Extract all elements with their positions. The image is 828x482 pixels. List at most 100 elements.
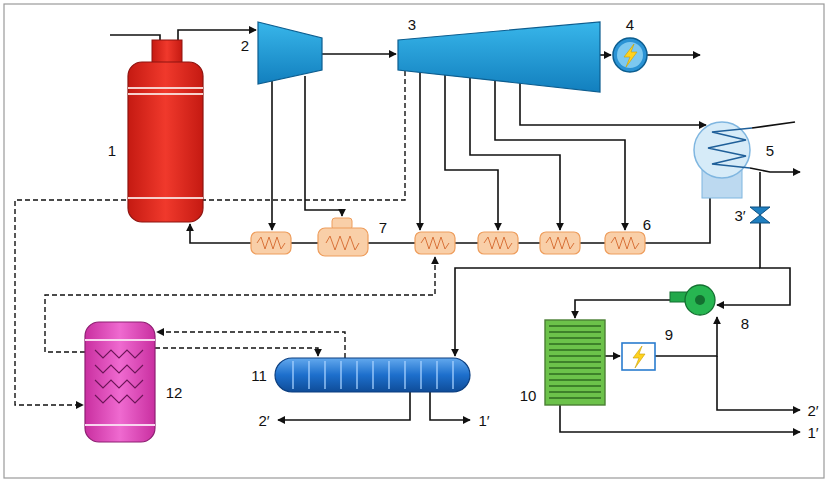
feedwater-heater [478,232,518,254]
stack-module [545,320,605,405]
storage-tank [340,361,341,389]
heat-storage-vessel [85,322,155,442]
reactor-vessel [128,87,203,89]
power-unit [622,343,655,370]
callout-number: 2′ [807,403,818,418]
stack-module [549,349,601,351]
storage-tank [388,361,389,389]
pump [695,295,705,305]
storage-tank [293,361,453,389]
steam-pipe [110,30,800,432]
steam-pipe [305,76,342,216]
storage-tank [404,361,405,389]
steam-pipe [655,317,717,356]
heat-storage-vessel [95,350,143,403]
hp-turbine [258,22,322,84]
deaerator [326,236,359,250]
steam-pipe [495,81,625,230]
pump [670,285,715,315]
generator-symbol [624,44,637,67]
deaerator [318,228,368,256]
deaerator [318,218,368,256]
reactor-vessel [128,197,203,199]
steam-pipe [605,355,620,357]
steam-pipe [278,392,410,420]
heat-storage-vessel [85,424,155,426]
heat-storage-vessel [85,322,155,442]
callout-number: 8 [741,316,749,331]
callout-number: 3′ [734,208,745,223]
callout-number: 4 [626,17,634,32]
power-unit [633,346,645,368]
feedwater-heater [251,232,291,254]
steam-pipe [717,223,790,305]
callout-number: 9 [665,327,673,342]
callout-number: 11 [251,368,267,383]
heat-loop-dashed [15,71,405,405]
feedwater-heater [540,232,580,254]
pump [685,285,715,315]
steam-pipe [271,81,273,230]
storage-tank [292,361,293,389]
stack-module [549,325,601,327]
callout-number: 1′ [807,425,818,440]
heater-coil [546,237,574,249]
stack-module [549,343,601,345]
steam-pipe [575,300,685,318]
stack-module [549,373,601,375]
reactor-vessel [128,40,203,222]
frame [4,4,824,478]
steam-pipe [759,172,761,207]
steam-pipe [752,122,795,128]
heater-coil [484,237,512,249]
callout-number: 6 [643,217,651,232]
stack-module [549,367,601,369]
generator-symbol [613,38,647,72]
steam-pipe [560,405,800,432]
throttle-valve [750,207,770,215]
steam-pipe [750,168,800,172]
heat-loop-dashed [155,348,318,356]
stack-module [545,320,605,405]
heater-coil [611,237,639,249]
condenser [694,122,752,198]
storage-tank [452,361,453,389]
steam-pipe [445,75,498,230]
feedwater-heater [251,232,645,254]
steam-pipe [520,83,706,125]
stack-module [549,337,601,339]
heat-storage-vessel [85,339,155,341]
heater-coil [257,237,639,249]
feedwater-heater [605,232,645,254]
generator-symbol [617,42,643,68]
heat-loop-dashed [15,71,435,405]
callout-number: 2′ [258,413,269,428]
callout-number: 2 [241,38,249,53]
storage-tank [324,361,325,389]
stack-module [549,397,601,399]
steam-pipe [322,53,396,55]
storage-tank [308,361,309,389]
steam-pipe [717,356,800,410]
steam-pipe [647,54,700,56]
heat-loop-dashed [157,332,345,358]
generator-symbol [613,38,647,72]
steam-pipe [600,54,611,56]
reactor-vessel [152,40,182,64]
heater-coil [421,237,449,249]
heater-coil [257,237,285,249]
steam-pipe [419,72,421,230]
callout-number: 7 [379,220,387,235]
condenser [708,128,752,168]
stack-module [549,361,601,363]
steam-pipe [470,78,560,230]
stack-module [549,331,601,333]
callout-number: 12 [166,385,183,400]
throttle-valve [750,215,770,223]
stack-module [549,355,601,357]
stack-module [549,391,601,393]
stack-module [549,379,601,381]
storage-tank [356,361,357,389]
feedwater-heater [415,232,455,254]
